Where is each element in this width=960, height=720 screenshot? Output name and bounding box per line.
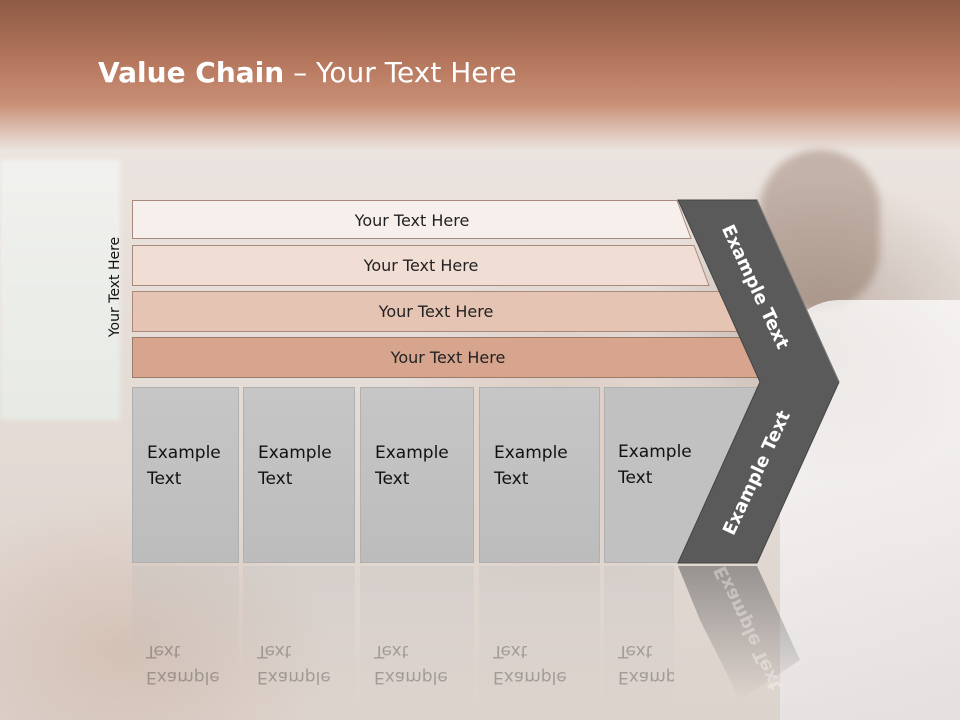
support-row-1[interactable]: Your Text Here	[132, 200, 692, 240]
support-row-2[interactable]: Your Text Here	[132, 245, 710, 286]
background-figure	[760, 150, 880, 310]
box-line-2: Text	[375, 469, 410, 489]
box-line-1: Example	[618, 442, 692, 462]
background-sleeve	[780, 300, 960, 720]
title-bold: Value Chain	[98, 56, 285, 89]
box-line-1: Example	[494, 443, 568, 463]
support-row-4[interactable]: Your Text Here	[132, 337, 764, 378]
box-line-2: Text	[494, 469, 529, 489]
slide-title[interactable]: Value Chain – Your Text Here	[98, 56, 517, 89]
header-band	[0, 0, 960, 150]
box-line-2: Text	[618, 468, 653, 488]
box-line-1: Example	[375, 443, 449, 463]
box-line-2: Text	[147, 469, 182, 489]
side-label[interactable]: Your Text Here	[107, 236, 123, 338]
row-label: Your Text Here	[363, 255, 479, 275]
row-label: Your Text Here	[378, 301, 494, 321]
title-rest: – Your Text Here	[284, 56, 517, 89]
box-line-1: Example	[258, 443, 332, 463]
box-line-1: Example	[147, 443, 221, 463]
row-label: Your Text Here	[390, 347, 506, 367]
background-window	[0, 160, 120, 420]
support-row-3[interactable]: Your Text Here	[132, 291, 740, 332]
box-line-2: Text	[258, 469, 293, 489]
row-label: Your Text Here	[354, 210, 470, 230]
